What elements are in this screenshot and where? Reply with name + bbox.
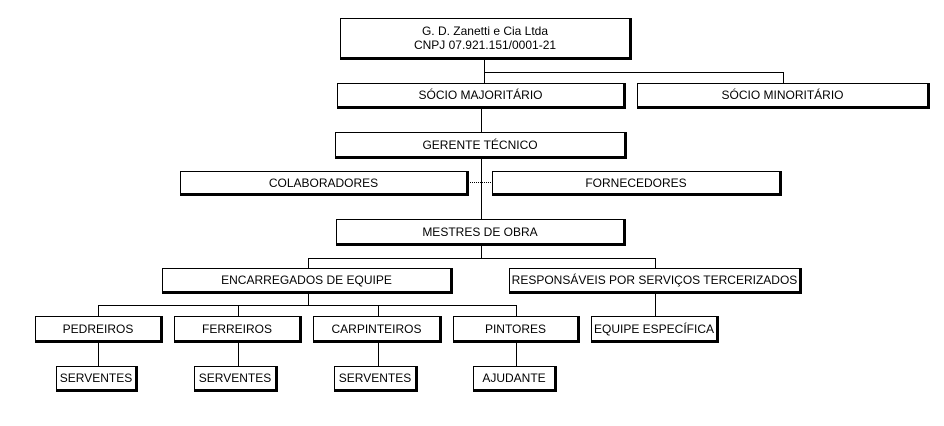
majority-partner-box: SÓCIO MAJORITÁRIO (337, 83, 626, 109)
suppliers-box: FORNECEDORES (492, 171, 782, 196)
masons-helpers-box: SERVENTES (56, 366, 138, 392)
specific-team-box: EQUIPE ESPECÍFICA (591, 316, 719, 343)
ironworkers-box: FERREIROS (174, 316, 302, 343)
carpenters-helpers-box: SERVENTES (334, 366, 418, 392)
company-name: G. D. Zanetti e Cia Ltda (421, 24, 549, 38)
painters-box: PINTORES (453, 316, 580, 343)
carpenters-box: CARPINTEIROS (313, 316, 442, 343)
collaborators-box: COLABORADORES (180, 171, 469, 196)
foremen-box: MESTRES DE OBRA (336, 219, 626, 246)
company-box: G. D. Zanetti e Cia Ltda CNPJ 07.921.151… (340, 18, 632, 60)
masons-box: PEDREIROS (35, 316, 163, 343)
outsourced-services-box: RESPONSÁVEIS POR SERVIÇOS TERCERIZADOS (509, 268, 802, 294)
ironworkers-helpers-box: SERVENTES (194, 366, 278, 392)
painters-helper-box: AJUDANTE (473, 366, 557, 392)
technical-manager-box: GERENTE TÉCNICO (335, 132, 627, 159)
team-leaders-box: ENCARREGADOS DE EQUIPE (162, 268, 453, 294)
company-cnpj: CNPJ 07.921.151/0001-21 (413, 38, 557, 52)
minority-partner-box: SÓCIO MINORITÁRIO (637, 83, 930, 109)
